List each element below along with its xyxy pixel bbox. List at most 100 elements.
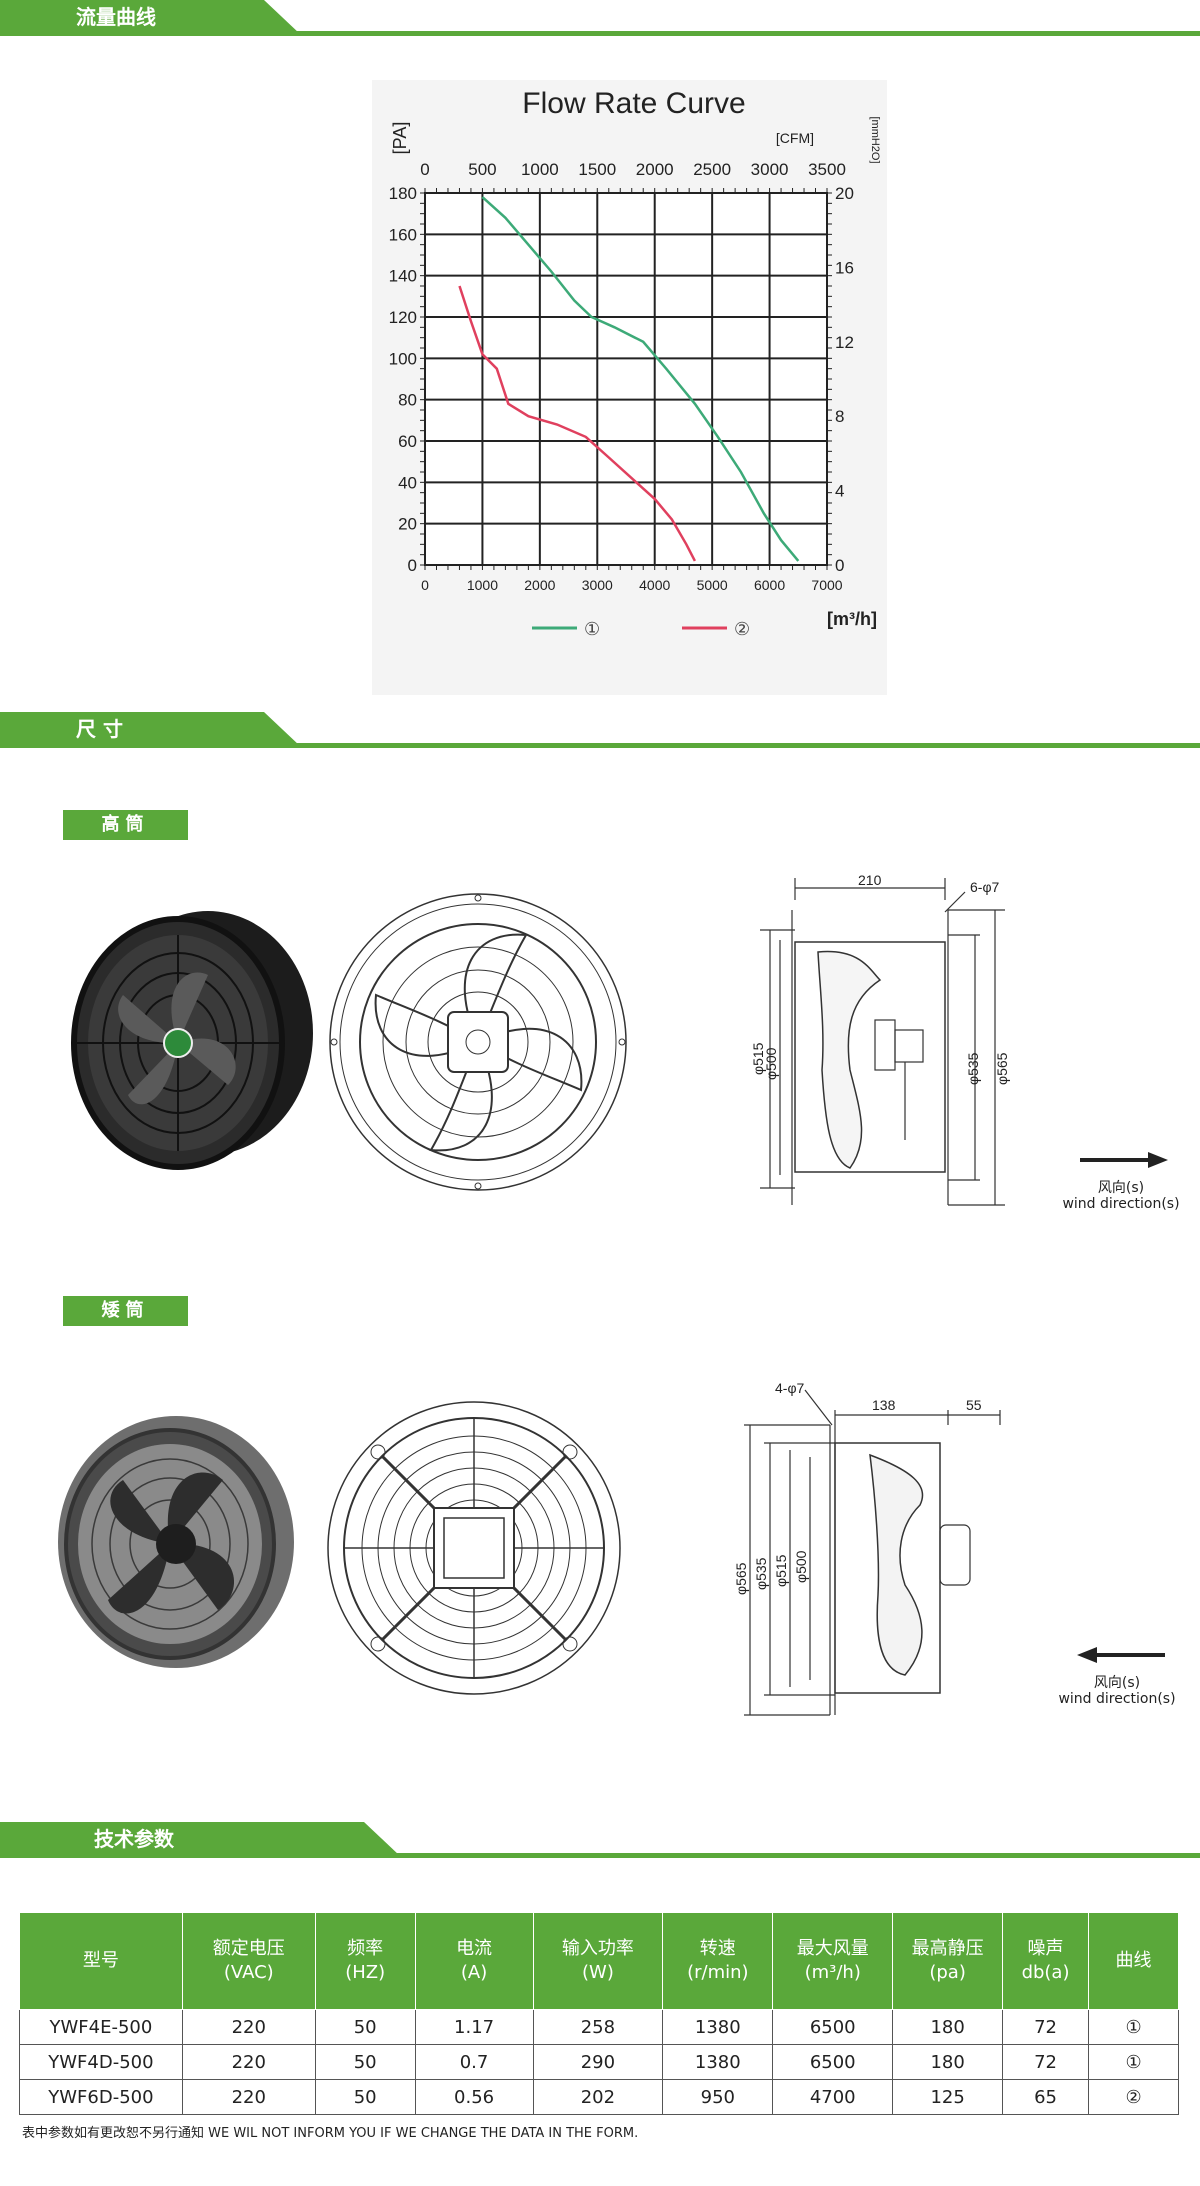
short-fan-photo <box>58 1416 294 1668</box>
table-cell: 65 <box>1002 2079 1090 2115</box>
table-header-cell: 转速 (r/min) <box>662 1912 774 2010</box>
sub-label-tall: 高筒 <box>63 810 188 840</box>
section-divider <box>0 743 1200 748</box>
section-divider <box>0 1853 1200 1858</box>
tall-fan-front-drawing <box>329 893 627 1191</box>
dim-tall-535: φ535 <box>965 1052 981 1085</box>
dim-short-138: 138 <box>872 1397 896 1413</box>
section-title-specs: 技术参数 <box>0 1822 400 1856</box>
x-tick-label-top: 2000 <box>636 160 674 179</box>
table-header-unit: (HZ) <box>345 1962 386 1983</box>
table-header-label: 最大风量 <box>796 1938 869 1959</box>
wind-label-en: wind direction(s) <box>1062 1196 1180 1212</box>
dim-tall-210: 210 <box>858 872 882 888</box>
section-divider <box>0 31 1200 36</box>
table-header-cell: 曲线 <box>1088 1912 1179 2010</box>
y-tick-label-left: 120 <box>389 308 417 327</box>
x-tick-label-bottom: 0 <box>421 577 429 593</box>
table-cell: 50 <box>314 2009 416 2045</box>
table-cell: 180 <box>892 2009 1004 2045</box>
chart-title: Flow Rate Curve <box>522 87 745 120</box>
table-header-unit: (A) <box>460 1962 488 1983</box>
table-header-label: 电流 <box>456 1938 493 1959</box>
dim-tall-565: φ565 <box>994 1052 1010 1085</box>
table-header-label: 转速 <box>699 1938 736 1959</box>
x-tick-label-top: 1000 <box>521 160 559 179</box>
y-tick-label-left: 60 <box>398 432 417 451</box>
table-header-cell: 频率 (HZ) <box>314 1912 416 2010</box>
table-note: 表中参数如有更改恕不另行通知 WE WIL NOT INFORM YOU IF … <box>22 2126 639 2141</box>
table-cell: 6500 <box>772 2009 894 2045</box>
table-cell: YWF6D-500 <box>19 2079 183 2115</box>
plot-area <box>424 192 828 566</box>
table-cell: 290 <box>532 2044 664 2080</box>
series-line-1 <box>481 196 800 562</box>
wind-direction-label-tall: 风向(s) wind direction(s) <box>1056 1180 1186 1212</box>
dim-tall-515: φ515 <box>750 1042 766 1075</box>
table-header-unit: (m³/h) <box>804 1962 861 1983</box>
y-tick-label-right: 4 <box>835 482 844 501</box>
y-tick-label-left: 160 <box>389 225 417 244</box>
x-tick-label-top: 500 <box>468 160 496 179</box>
table-header-cell: 输入功率(W) <box>532 1912 664 2010</box>
table-header-label: 最高静压 <box>911 1938 984 1959</box>
chart-xlabel-top: [CFM] <box>776 130 814 146</box>
table-header-unit: db(a) <box>1021 1962 1070 1983</box>
dim-short-565: φ565 <box>733 1562 749 1595</box>
table-header-label: 型号 <box>82 1950 119 1971</box>
table-cell: 50 <box>314 2044 416 2080</box>
section-header-dimensions: 尺 寸 <box>0 712 1200 752</box>
table-header-cell: 最高静压 (pa) <box>892 1912 1004 2010</box>
x-tick-label-bottom: 5000 <box>697 577 728 593</box>
y-tick-label-left: 100 <box>389 349 417 368</box>
table-cell: YWF4D-500 <box>19 2044 183 2080</box>
table-cell: 6500 <box>772 2044 894 2080</box>
table-cell: 72 <box>1002 2044 1090 2080</box>
section-title-flow: 流量曲线 <box>0 0 300 34</box>
y-tick-label-right: 8 <box>835 407 844 426</box>
x-tick-label-top: 0 <box>420 160 429 179</box>
section-title-dimensions: 尺 寸 <box>0 712 300 746</box>
x-tick-label-bottom: 4000 <box>639 577 670 593</box>
dim-tall-500: φ500 <box>763 1047 779 1080</box>
chart-ylabel-left: [PA] <box>390 122 410 155</box>
table-cell: 202 <box>532 2079 664 2115</box>
table-cell: 0.56 <box>414 2079 534 2115</box>
table-header-unit: (r/min) <box>687 1962 749 1983</box>
table-cell: 220 <box>181 2044 316 2080</box>
table-cell: 258 <box>532 2009 664 2045</box>
table-cell: 125 <box>892 2079 1004 2115</box>
short-fan-side-drawing: 4-φ7 138 55 φ565 φ535 φ515 φ500 <box>733 1380 1001 1716</box>
table-cell: YWF4E-500 <box>19 2009 183 2045</box>
wind-label-cn: 风向(s) <box>1097 1180 1145 1196</box>
table-header-unit: (pa) <box>929 1962 966 1983</box>
table-cell: 1380 <box>662 2009 774 2045</box>
y-tick-label-right: 12 <box>835 333 854 352</box>
dim-short-515: φ515 <box>773 1554 789 1587</box>
table-header-label: 频率 <box>347 1938 384 1959</box>
sub-label-short: 矮筒 <box>63 1296 188 1326</box>
wind-direction-label-short: 风向(s) wind direction(s) <box>1052 1675 1182 1707</box>
table-cell: 50 <box>314 2079 416 2115</box>
table-cell: 0.7 <box>414 2044 534 2080</box>
tall-fan-photo <box>71 911 313 1170</box>
table-cell: 72 <box>1002 2009 1090 2045</box>
y-tick-label-left: 40 <box>398 473 417 492</box>
spec-table: 型号额定电压(VAC)频率(HZ)电流(A)输入功率(W)转速(r/min)最大… <box>19 1912 1179 2115</box>
x-tick-label-top: 3500 <box>808 160 846 179</box>
table-header-cell: 最大风量 (m³/h) <box>772 1912 894 2010</box>
x-tick-label-bottom: 3000 <box>582 577 613 593</box>
table-header-cell: 电流 (A) <box>414 1912 534 2010</box>
wind-label-en: wind direction(s) <box>1058 1691 1176 1707</box>
y-tick-label-right: 0 <box>835 556 844 575</box>
table-cell: 950 <box>662 2079 774 2115</box>
table-header-label: 额定电压 <box>212 1938 285 1959</box>
dim-short-55: 55 <box>966 1397 982 1413</box>
x-tick-label-top: 2500 <box>693 160 731 179</box>
legend-label-1: ① <box>584 619 600 639</box>
